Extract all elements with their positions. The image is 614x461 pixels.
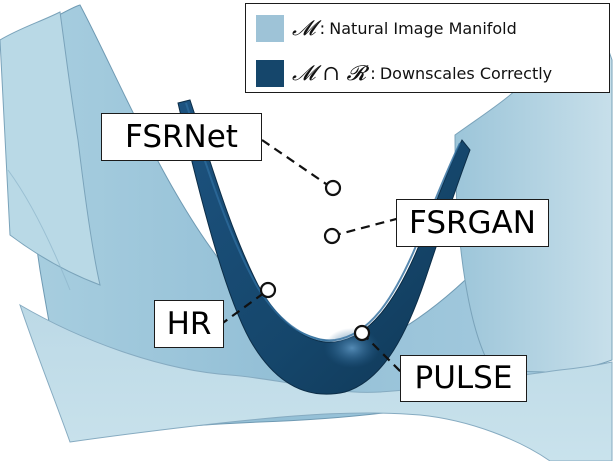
- legend: 𝓜 : Natural Image Manifold 𝓜 ∩ 𝓡 : Downs…: [245, 3, 610, 93]
- manifold-swatch: [256, 15, 284, 42]
- fsrgan-leader: [331, 216, 401, 238]
- manifold-label: Natural Image Manifold: [329, 19, 517, 38]
- legend-separator: :: [370, 63, 376, 84]
- legend-row-manifold: 𝓜 : Natural Image Manifold: [256, 15, 517, 42]
- pulse-label: PULSE: [400, 355, 527, 402]
- intersection-symbol: 𝓜 ∩ 𝓡: [292, 61, 367, 85]
- fsrnet-leader: [261, 139, 333, 189]
- manifold-left-edge: [7, 169, 71, 291]
- pulse-point: [353, 324, 371, 342]
- hr-leader: [219, 289, 269, 326]
- intersection-swatch: [256, 60, 284, 87]
- fsrnet-point: [324, 179, 342, 197]
- leader-lines: [219, 139, 403, 374]
- hr-point: [259, 281, 277, 299]
- manifold-front-fold: [19, 303, 613, 461]
- hr-label: HR: [154, 300, 224, 348]
- legend-row-intersection: 𝓜 ∩ 𝓡 : Downscales Correctly: [256, 60, 552, 87]
- fsrgan-point: [323, 227, 341, 245]
- manifold-symbol: 𝓜: [292, 16, 316, 40]
- pulse-leader: [361, 332, 403, 374]
- fsrnet-label: FSRNet: [101, 113, 262, 161]
- legend-separator: :: [319, 18, 326, 39]
- intersection-label: Downscales Correctly: [379, 64, 553, 83]
- band-glow: [324, 328, 380, 368]
- fsrgan-label: FSRGAN: [396, 199, 549, 247]
- point-markers: [259, 179, 371, 342]
